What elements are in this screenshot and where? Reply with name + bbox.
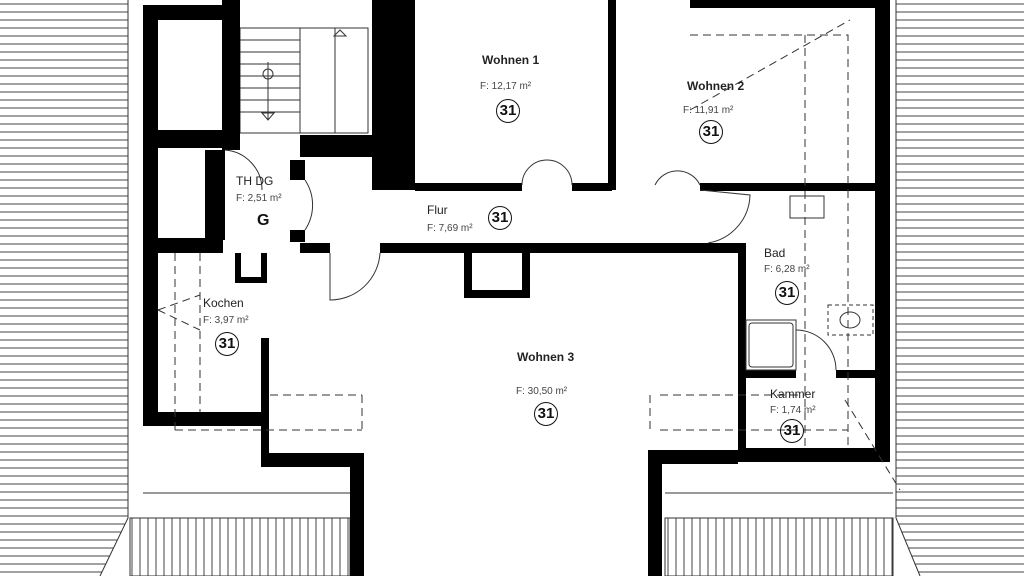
door-swings [224,149,837,371]
room-code-wohnen-1: 31 [496,99,520,123]
room-code-kochen: 31 [215,332,239,356]
room-name-wohnen-2: Wohnen 2 [687,79,745,93]
room-area-wohnen-2: F: 11,91 m² [683,105,734,116]
room-name-kochen: Kochen [203,296,244,310]
room-code-bad: 31 [775,281,799,305]
room-area-kochen: F: 3,97 m² [203,315,249,326]
room-code-wohnen-2: 31 [699,120,723,144]
room-area-kammer: F: 1,74 m² [770,405,816,416]
walls [143,0,890,576]
fixtures [745,195,874,371]
room-code-flur: 31 [488,206,512,230]
room-name-kammer: Kammer [770,387,816,401]
room-area-wohnen-1: F: 12,17 m² [480,81,532,92]
room-area-bad: F: 6,28 m² [764,264,810,275]
room-name-wohnen-3: Wohnen 3 [517,350,575,364]
room-name-wohnen-1: Wohnen 1 [482,53,540,67]
room-area-wohnen-3: F: 30,50 m² [516,386,568,397]
room-name-flur: Flur [427,203,448,217]
staircase [239,27,369,134]
room-area-flur: F: 7,69 m² [427,223,473,234]
room-area-th-dg: F: 2,51 m² [236,193,282,204]
room-name-bad: Bad [764,246,786,260]
room-code-kammer: 31 [780,419,804,443]
dashed-lines [157,19,901,491]
room-code-wohnen-3: 31 [534,402,558,426]
room-code-th-dg: G [257,212,270,229]
room-name-th-dg: TH DG [236,174,274,188]
